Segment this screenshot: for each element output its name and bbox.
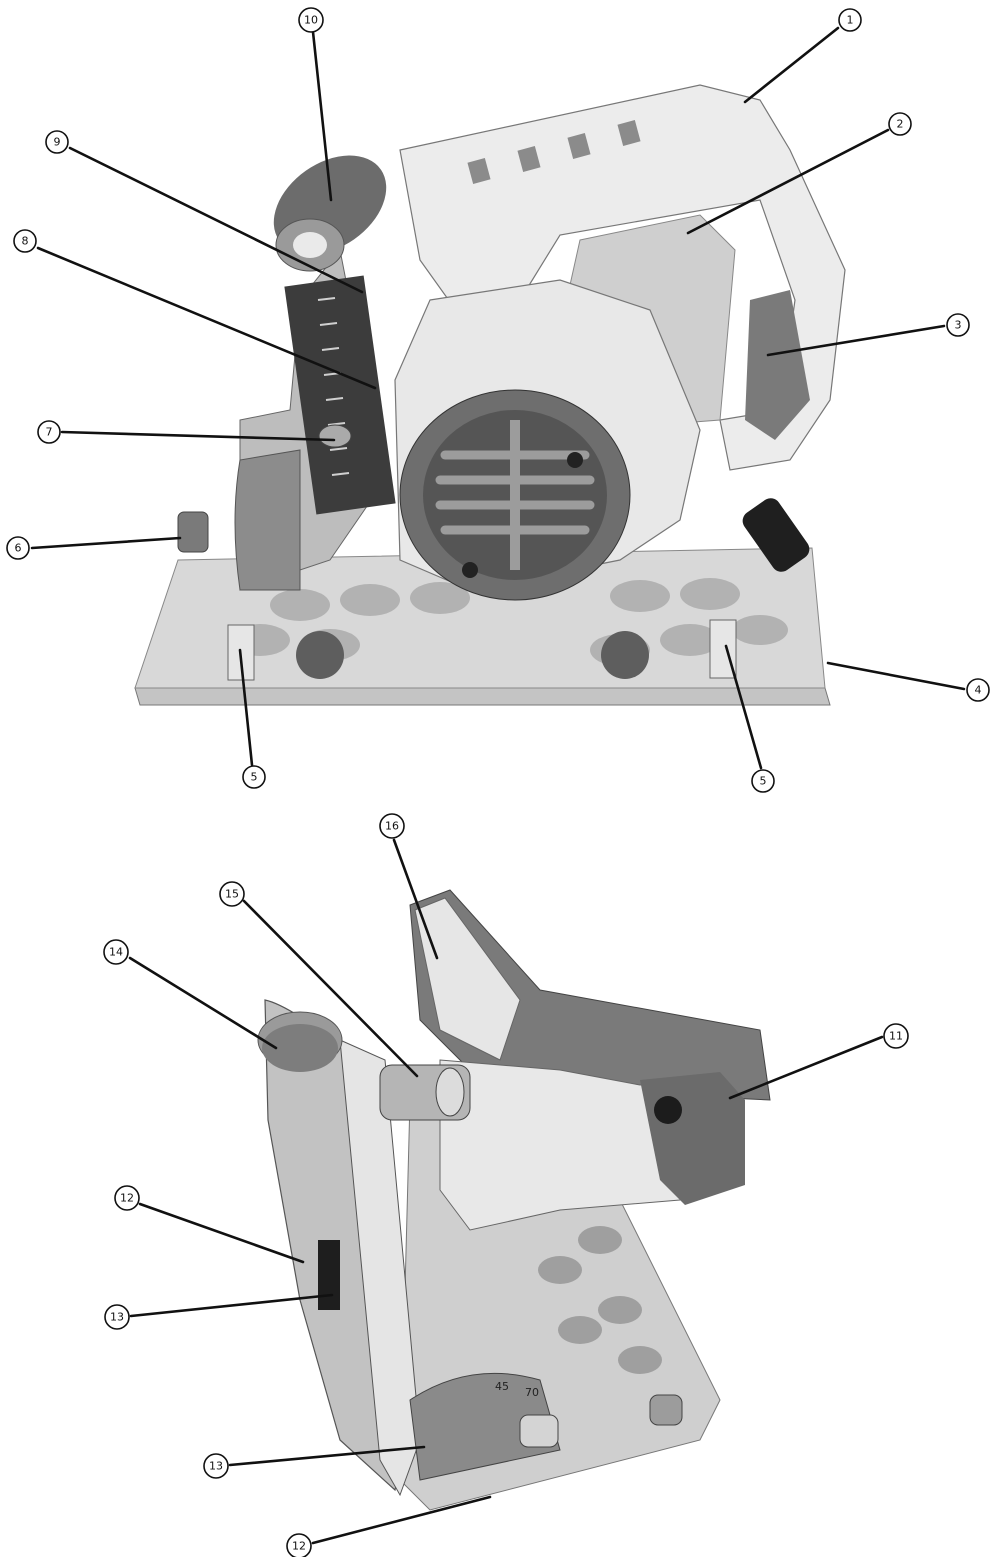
leader-6 [30, 536, 182, 550]
bevel-lock-knob [177, 511, 209, 553]
callout-5a: 5 [242, 765, 266, 789]
callout-11: 11 [883, 1023, 909, 1049]
callout-14: 14 [103, 939, 129, 965]
callout-5b: 5 [751, 769, 775, 793]
bevel-mark-45: 45 [495, 1380, 509, 1393]
front-lock-knob [649, 1394, 683, 1426]
leader-13a [129, 1293, 334, 1318]
top-saw-illustration [134, 84, 846, 706]
bevel-scale-plate [409, 1372, 561, 1481]
svg-text:11: 11 [889, 1030, 903, 1043]
callout-4: 4 [966, 678, 990, 702]
riving-knob [273, 155, 387, 272]
svg-text:13: 13 [209, 1460, 223, 1473]
svg-text:14: 14 [109, 946, 123, 959]
callout-16: 16 [379, 813, 405, 839]
leader-5a [238, 648, 254, 767]
callout-12b: 12 [286, 1533, 312, 1557]
callout-3: 3 [946, 313, 970, 337]
cable-grommet [742, 498, 810, 572]
svg-text:3: 3 [955, 319, 962, 332]
bevel-mark-70: 70 [525, 1386, 539, 1399]
side-cover [745, 290, 810, 440]
callout-13a: 13 [104, 1304, 130, 1330]
callout-badges: 1 2 3 4 5 5 6 7 8 9 10 11 12 12 13 13 14… [6, 7, 990, 1557]
callout-2: 2 [888, 112, 912, 136]
svg-text:5: 5 [251, 771, 258, 784]
handle-notches [467, 120, 641, 184]
callout-7: 7 [37, 420, 61, 444]
svg-text:2: 2 [897, 118, 904, 131]
bevel-knob [519, 1414, 559, 1448]
leader-16 [392, 838, 439, 960]
svg-text:9: 9 [54, 136, 61, 149]
leader-2 [686, 128, 890, 235]
svg-text:7: 7 [46, 426, 53, 439]
leader-12a [138, 1202, 305, 1264]
leader-13b [228, 1445, 426, 1467]
leader-1 [743, 26, 840, 104]
depth-scale-ticks [317, 297, 350, 476]
viewing-window [318, 1240, 340, 1310]
base-round-pad [296, 631, 344, 679]
leader-11 [728, 1035, 884, 1100]
callout-13b: 13 [203, 1453, 229, 1479]
depth-scale [284, 275, 396, 515]
svg-text:10: 10 [304, 14, 318, 27]
leader-15 [242, 899, 419, 1078]
svg-text:13: 13 [110, 1311, 124, 1324]
svg-text:1: 1 [847, 14, 854, 27]
leader-8 [36, 246, 377, 390]
leader-14 [128, 956, 278, 1050]
motor-end-cap [399, 389, 631, 601]
svg-text:4: 4 [975, 684, 982, 697]
bottom-saw-illustration: 45 70 [257, 889, 771, 1511]
leader-12b [311, 1495, 492, 1545]
leader-9 [68, 146, 364, 294]
svg-text:6: 6 [15, 542, 22, 555]
base-round-pad [601, 631, 649, 679]
svg-text:12: 12 [292, 1540, 306, 1553]
leader-4 [826, 661, 966, 691]
svg-text:12: 12 [120, 1192, 134, 1205]
depth-stop-knob [318, 424, 352, 448]
callout-12a: 12 [114, 1185, 140, 1211]
leader-5b [724, 644, 763, 770]
bevel-protractor [234, 449, 301, 591]
handle-frame [414, 897, 521, 1061]
callout-10: 10 [298, 7, 324, 33]
leader-10 [311, 30, 333, 202]
leader-7 [60, 430, 336, 442]
brush-cap [654, 1096, 682, 1124]
callout-1: 1 [838, 8, 862, 32]
callout-8: 8 [13, 229, 37, 253]
svg-text:5: 5 [760, 775, 767, 788]
callout-lines [30, 26, 966, 1545]
callout-6: 6 [6, 536, 30, 560]
depth-adjuster [379, 1064, 471, 1121]
front-roller [257, 1011, 343, 1072]
blade-guard-edge [339, 1039, 421, 1497]
svg-text:16: 16 [385, 820, 399, 833]
svg-text:15: 15 [225, 888, 239, 901]
svg-text:8: 8 [22, 235, 29, 248]
callout-9: 9 [45, 130, 69, 154]
base-plate [134, 687, 831, 706]
leader-3 [766, 324, 946, 357]
callout-15: 15 [219, 881, 245, 907]
